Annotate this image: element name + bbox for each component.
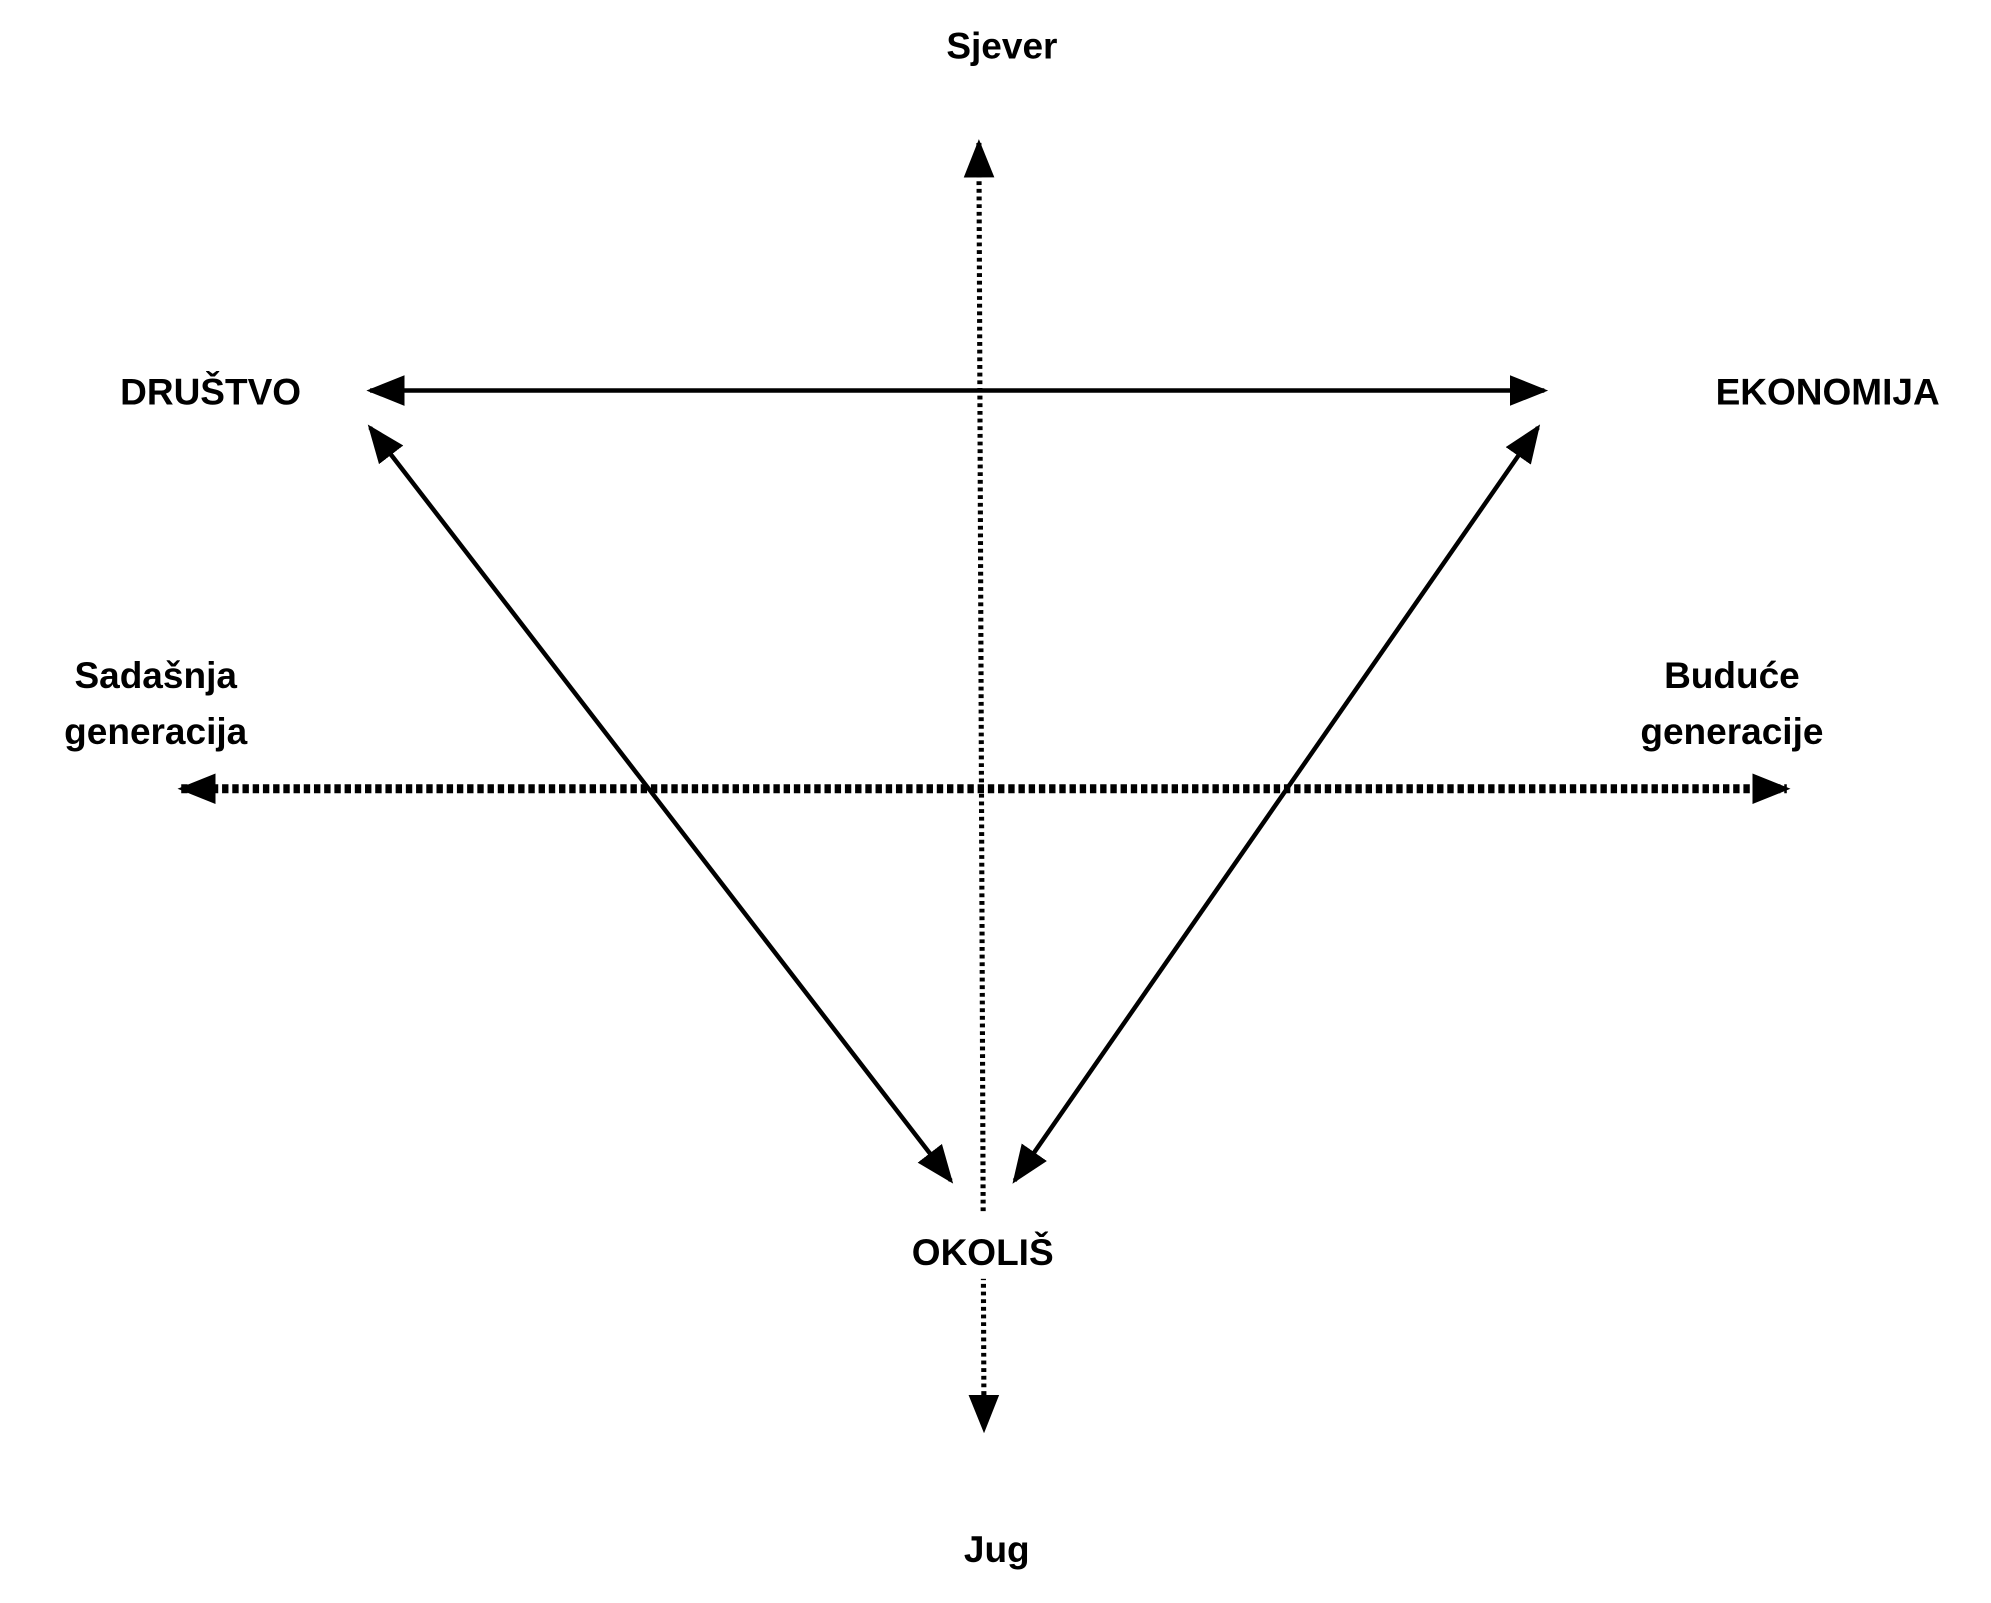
label-north: Sjever (946, 25, 1057, 67)
label-present-generation-1: Sadašnja (74, 654, 237, 696)
economy-environment-arrow (1012, 424, 1541, 1184)
label-environment: OKOLIŠ (912, 1231, 1054, 1273)
label-future-generations-2: generacije (1640, 710, 1823, 752)
society-environment-arrow (367, 424, 954, 1184)
label-economy: EKONOMIJA (1716, 371, 1940, 413)
label-future-generations-1: Buduće (1664, 654, 1800, 696)
label-south: Jug (964, 1528, 1030, 1570)
label-society: DRUŠTVO (120, 371, 301, 413)
label-present-generation-2: generacija (64, 710, 247, 752)
